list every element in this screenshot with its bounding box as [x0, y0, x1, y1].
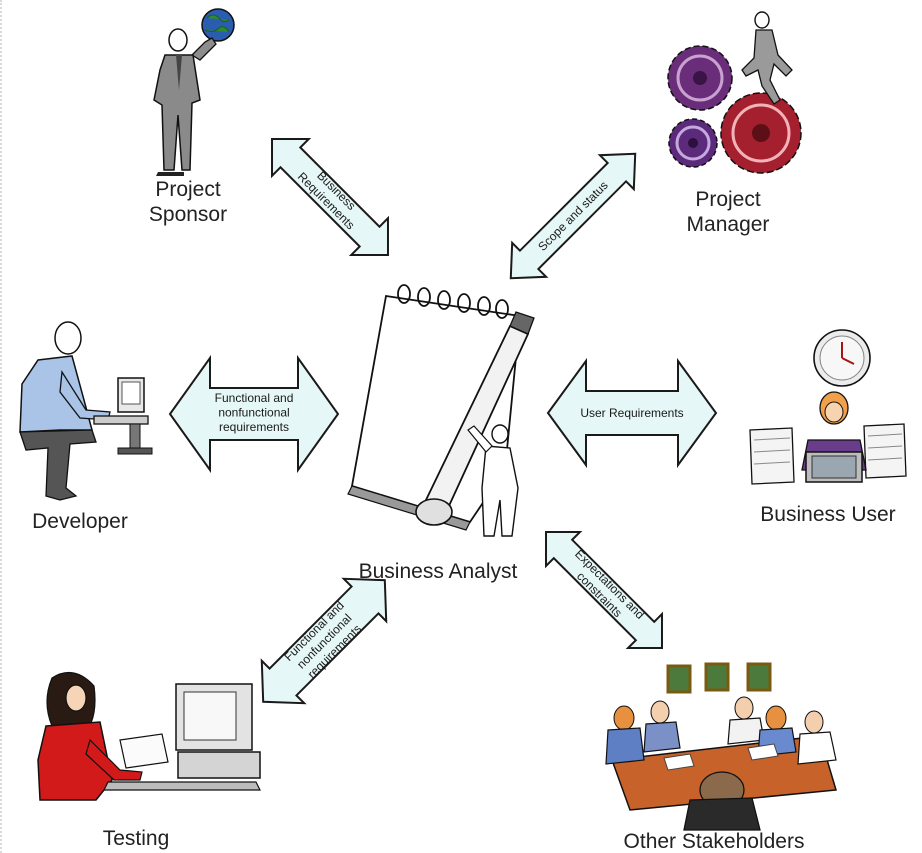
arrow-business-requirements-label: BusinessRequirements — [295, 159, 368, 232]
text-line: Functional and — [215, 391, 294, 405]
arrow-user-requirements: User Requirements — [546, 357, 718, 469]
business-analyst-figure — [347, 284, 535, 537]
clock-icon — [813, 329, 871, 387]
gear-icon — [667, 45, 733, 111]
project-manager-figure — [667, 11, 802, 174]
arrow-scope-and-status-label: Scope and status — [535, 178, 610, 253]
arrow-expectations-constraints: Expectations andconstraints — [545, 531, 663, 649]
developer-label: Developer — [32, 510, 128, 533]
business-user-figure — [749, 329, 907, 485]
other-stakeholders-figure — [605, 662, 837, 831]
text-line: Manager — [687, 213, 770, 236]
project-sponsor-figure — [153, 8, 235, 176]
developer-figure — [19, 321, 153, 501]
text-line: nonfunctional — [218, 405, 289, 419]
testing-figure — [37, 671, 261, 801]
testing-label: Testing — [103, 827, 170, 850]
other-stakeholders-label: Other Stakeholders — [624, 830, 805, 853]
arrow-user-requirements-label: User Requirements — [580, 406, 683, 420]
business-analyst-label: Business Analyst — [359, 560, 518, 583]
gear-icon — [668, 118, 718, 168]
text-line: requirements — [219, 420, 289, 434]
text-line: Sponsor — [149, 203, 227, 226]
business-user-label: Business User — [760, 503, 895, 526]
gear-icon — [720, 92, 802, 174]
arrow-functional-nonfunctional-test: Functional andnonfunctionalrequirements — [260, 577, 388, 705]
arrow-business-requirements: BusinessRequirements — [271, 138, 389, 256]
arrow-scope-and-status: Scope and status — [509, 152, 637, 280]
text-line: Project — [695, 188, 761, 211]
text-line: Project — [155, 178, 221, 201]
